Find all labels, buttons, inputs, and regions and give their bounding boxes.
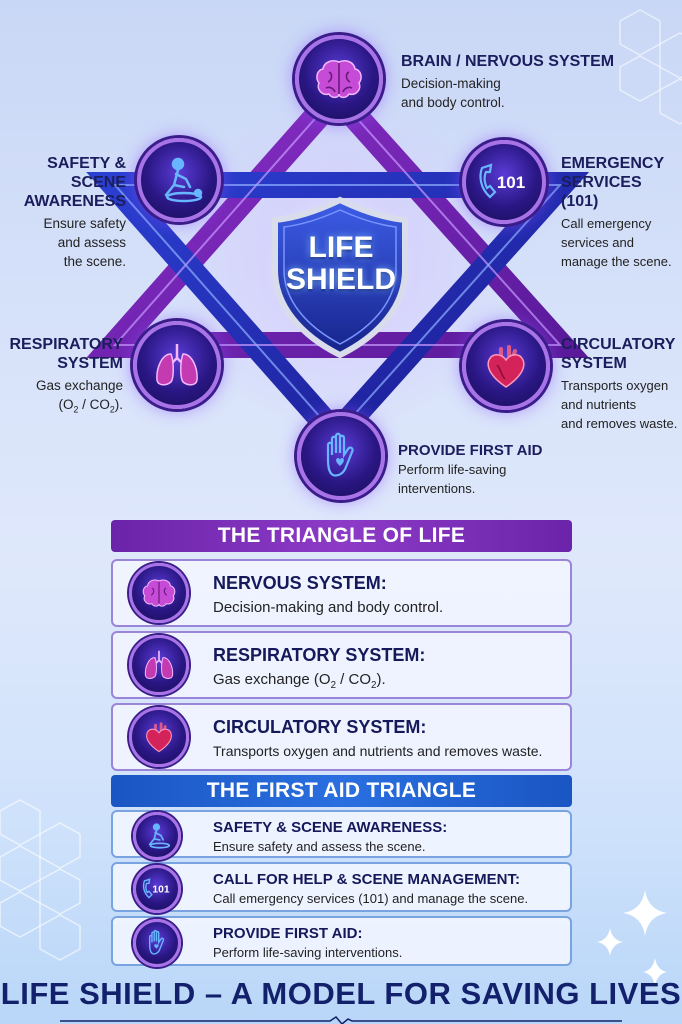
label-emergency-title-line1: EMERGENCY [561,155,665,172]
phone-101-icon: 101 [479,163,525,199]
label-emergency-title: EMERGENCY SERVICES (101) [561,154,681,211]
label-circulatory-title-line1: CIRCULATORY [561,336,676,353]
label-firstaid-desc: Perform life-saving interventions. [398,460,578,498]
label-emergency-desc: Call emergency services and manage the s… [561,214,681,271]
life-shield-emblem [272,196,408,359]
shield-label: LIFE SHIELD [281,232,401,296]
label-emergency-desc-line3: manage the scene. [561,254,672,269]
label-circulatory-title-line2: SYSTEM [561,355,627,372]
label-circulatory-desc: Transports oxygen and nutrients and remo… [561,376,681,433]
card-icon-hand-heart [133,919,181,967]
label-safety-title-line1: SAFETY & SCENE [47,155,126,191]
card-icon-phone-101: 101 [133,865,181,913]
label-respiratory: RESPIRATORY SYSTEM Gas exchange (O2 / CO… [2,335,124,420]
label-emergency: EMERGENCY SERVICES (101) Call emergency … [561,154,681,271]
phone-101-text: 101 [497,173,525,192]
star-of-life-diagram [86,75,590,455]
label-safety-desc-line2: and assess [57,235,126,250]
label-respiratory-desc-line2: (O2 / CO2). [58,397,123,415]
card-icon-lungs [129,635,189,695]
shield-label-line1: LIFE [308,231,374,264]
label-firstaid: PROVIDE FIRST AID Perform life-saving in… [398,441,578,498]
phone-101-icon: 101 [142,878,170,899]
card-respiratory-system: RESPIRATORY SYSTEM: Gas exchange (O2 / C… [111,631,572,699]
label-respiratory-desc: Gas exchange (O2 / CO2). [2,376,123,420]
label-circulatory: CIRCULATORY SYSTEM Transports oxygen and… [561,335,681,433]
label-safety-title: SAFETY & SCENE AWARENESS [2,154,126,211]
label-safety-desc-line1: Ensure safety [43,216,126,231]
label-circulatory-desc-line2: and nutrients [561,397,637,412]
label-safety-desc-line3: the scene. [63,254,126,269]
label-respiratory-title-line1: RESPIRATORY [9,336,124,353]
first-aid-person-icon [148,823,171,849]
card-icon-brain [129,563,189,623]
card-nervous-system: NERVOUS SYSTEM: Decision-making and body… [111,559,572,627]
heart-icon [487,345,525,388]
card-call-title: CALL FOR HELP & SCENE MANAGEMENT: [213,871,520,888]
card-icon-first-aid-person [133,812,181,860]
node-emergency: 101 [462,140,546,224]
shield-label-line2: SHIELD [285,263,396,296]
label-brain-title: BRAIN / NERVOUS SYSTEM [401,53,615,70]
card-safety-awareness: SAFETY & SCENE AWARENESS: Ensure safety … [111,810,572,860]
node-circulatory [462,322,550,410]
brain-icon [316,60,362,99]
label-circulatory-title: CIRCULATORY SYSTEM [561,335,681,373]
sparkle-icon [597,890,667,986]
hexagon-pattern-top-right [619,9,682,125]
triangle-of-life-heading: THE TRIANGLE OF LIFE [111,520,572,552]
first-aid-triangle-heading: THE FIRST AID TRIANGLE [111,775,572,807]
label-emergency-title-line2: SERVICES (101) [561,174,642,210]
brain-icon [142,579,176,607]
label-circulatory-desc-line3: and removes waste. [561,416,678,431]
hand-heart-icon [326,432,354,477]
lungs-icon [156,344,198,386]
card-circulatory-title: CIRCULATORY SYSTEM: [213,717,427,737]
card-safety-title: SAFETY & SCENE AWARENESS: [213,819,448,836]
card-respiratory-desc: Gas exchange (O2 / CO2). [213,671,386,691]
card-nervous-title: NERVOUS SYSTEM: [213,573,387,593]
node-firstaid [297,412,385,500]
label-respiratory-title-line2: SYSTEM [57,355,123,372]
footer-title: LIFE SHIELD – A MODEL FOR SAVING LIVES [0,976,682,1011]
node-brain [295,35,383,123]
node-safety [137,138,221,222]
heart-icon [146,722,172,753]
label-firstaid-title: PROVIDE FIRST AID [398,442,543,459]
card-safety-desc: Ensure safety and assess the scene. [213,839,426,854]
card-firstaid-desc: Perform life-saving interventions. [213,945,403,960]
card-icon-heart [129,707,189,767]
card-call-desc: Call emergency services (101) and manage… [213,891,529,906]
hand-heart-icon [149,929,165,955]
label-emergency-desc-line1: Call emergency [561,216,652,231]
card-provide-first-aid: PROVIDE FIRST AID: Perform life-saving i… [111,916,572,967]
label-brain-desc-line2: and body control. [401,95,505,110]
label-safety: SAFETY & SCENE AWARENESS Ensure safety a… [2,154,126,271]
card-circulatory-desc: Transports oxygen and nutrients and remo… [213,743,543,759]
label-respiratory-title: RESPIRATORY SYSTEM [2,335,124,373]
hexagon-pattern-bottom-left [0,799,81,961]
label-firstaid-desc-line2: interventions. [398,481,476,496]
card-call-for-help: 101 CALL FOR HELP & SCENE MANAGEMENT: Ca… [111,862,572,913]
card-respiratory-title: RESPIRATORY SYSTEM: [213,645,426,665]
card-circulatory-system: CIRCULATORY SYSTEM: Transports oxygen an… [111,703,572,771]
label-brain: BRAIN / NERVOUS SYSTEM Decision-making a… [401,52,641,112]
label-firstaid-desc-line1: Perform life-saving [398,462,507,477]
heartbeat-line-icon [60,1016,622,1024]
card-phone-101-text: 101 [152,884,169,895]
label-respiratory-desc-line1: Gas exchange [35,378,123,393]
card-firstaid-title: PROVIDE FIRST AID: [213,925,363,942]
label-safety-title-line2: AWARENESS [23,193,126,210]
lungs-icon [144,650,174,679]
first-aid-person-icon [164,157,203,203]
label-brain-desc: Decision-making and body control. [401,74,641,112]
node-respiratory [133,321,221,409]
label-brain-desc-line1: Decision-making [401,76,501,91]
card-nervous-desc: Decision-making and body control. [213,599,444,616]
label-circulatory-desc-line1: Transports oxygen [561,378,669,393]
label-safety-desc: Ensure safety and assess the scene. [2,214,126,271]
label-emergency-desc-line2: services and [561,235,634,250]
